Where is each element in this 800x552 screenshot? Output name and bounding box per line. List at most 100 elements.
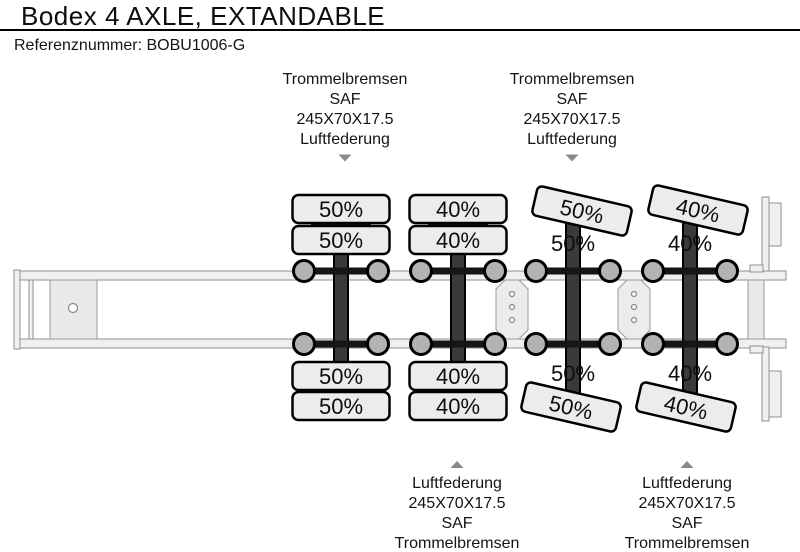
spec-line: 245X70X17.5	[639, 495, 736, 512]
spec-line: Trommelbremsen	[510, 71, 635, 88]
wheel-hub	[483, 259, 507, 283]
tire-condition-value: 40%	[436, 364, 480, 389]
rear-bracket-top	[749, 264, 764, 273]
spec-line: Trommelbremsen	[395, 535, 520, 552]
tire-condition-box	[635, 381, 737, 433]
wheel-hub	[366, 332, 390, 356]
spec-label-bottom-left: Luftfederung 245X70X17.5 SAF Trommelbrem…	[395, 461, 520, 552]
tilted-tire-box-bottom: 40%	[635, 381, 737, 433]
arrow-up-icon	[680, 461, 694, 468]
tire-connector	[311, 221, 371, 228]
axle-3: 50% 50% 50% 50%	[520, 185, 633, 433]
spec-line: Luftfederung	[642, 475, 732, 492]
tire-condition-box	[291, 390, 391, 422]
wheel-bar-top	[652, 267, 728, 275]
wheel-hub	[524, 259, 548, 283]
axle-4: 40% 40% 40% 40%	[635, 184, 749, 433]
bolt-hole	[508, 316, 516, 324]
rear-post-bottom	[761, 346, 770, 422]
arrow-up-icon	[450, 461, 464, 468]
page-title: Bodex 4 AXLE, EXTANDABLE	[21, 1, 386, 31]
tire-condition-value: 50%	[319, 197, 363, 222]
wheel-hub	[292, 332, 316, 356]
bolt-hole	[630, 290, 638, 298]
wheel-hub	[483, 332, 507, 356]
wheel-bar-bottom	[303, 340, 379, 348]
tire-condition-box	[408, 193, 508, 225]
wheel-hub	[715, 332, 739, 356]
tire-condition-box	[291, 224, 391, 256]
spec-line: SAF	[329, 91, 360, 108]
front-crossmember	[28, 279, 34, 340]
spec-line: Trommelbremsen	[625, 535, 750, 552]
wheel-bar-top	[303, 267, 379, 275]
spec-line: Luftfederung	[527, 131, 617, 148]
wheel-bar-bottom	[652, 340, 728, 348]
tire-condition-box	[408, 224, 508, 256]
tire-condition-value: 50%	[319, 364, 363, 389]
tire-condition-value: 40%	[668, 361, 712, 386]
bolt-hole	[508, 290, 516, 298]
axle-shaft	[450, 249, 466, 367]
spec-label-top-left: Trommelbremsen SAF 245X70X17.5 Luftfeder…	[283, 71, 408, 162]
front-end-cap	[13, 269, 21, 350]
wheel-hub	[598, 332, 622, 356]
tire-condition-box	[408, 360, 508, 392]
tire-condition-value: 40%	[668, 231, 712, 256]
wheel-hub	[366, 259, 390, 283]
tire-condition-box	[647, 184, 749, 236]
tilted-tire-box-top: 50%	[531, 185, 633, 237]
spec-line: SAF	[671, 515, 702, 532]
wheel-hub	[598, 259, 622, 283]
spec-line: Luftfederung	[412, 475, 502, 492]
reference-number: Referenznummer: BOBU1006-G	[14, 37, 246, 54]
tire-condition-value: 40%	[436, 394, 480, 419]
arrow-down-icon	[565, 154, 579, 162]
spec-line: SAF	[556, 91, 587, 108]
tire-condition-value: 40%	[436, 228, 480, 253]
wheel-hub	[641, 332, 665, 356]
tire-condition-box	[531, 185, 633, 237]
wheel-hub	[409, 332, 433, 356]
spec-line: 245X70X17.5	[297, 111, 394, 128]
spec-label-top-right: Trommelbremsen SAF 245X70X17.5 Luftfeder…	[510, 71, 635, 162]
wheel-hub	[524, 332, 548, 356]
tilted-tire-box-bottom: 50%	[520, 381, 622, 433]
rear-marker-top	[768, 202, 782, 247]
wheel-bar-bottom	[420, 340, 496, 348]
rear-post-top	[761, 196, 770, 272]
tire-connector	[428, 221, 488, 228]
rear-marker-bottom	[768, 370, 782, 418]
kingpin	[67, 302, 79, 314]
tilted-tire-box-top: 40%	[647, 184, 749, 236]
wheel-hub	[641, 259, 665, 283]
rear-crossmember	[747, 279, 765, 340]
tire-condition-value: 40%	[436, 197, 480, 222]
wheel-hub	[409, 259, 433, 283]
bolt-hole	[630, 303, 638, 311]
spec-line: SAF	[441, 515, 472, 532]
wheel-hub	[292, 259, 316, 283]
arrow-down-icon	[338, 154, 352, 162]
axle-1: 50% 50% 50% 50%	[291, 193, 391, 422]
spec-line: Trommelbremsen	[283, 71, 408, 88]
rear-bracket-bottom	[749, 345, 764, 354]
tire-condition-value: 50%	[319, 394, 363, 419]
spec-line: Luftfederung	[300, 131, 390, 148]
tire-condition-value: 50%	[551, 231, 595, 256]
wheel-bar-top	[420, 267, 496, 275]
bolt-hole	[508, 303, 516, 311]
wheel-bar-top	[535, 267, 611, 275]
tire-condition-box	[291, 193, 391, 225]
axle-shaft	[333, 249, 349, 367]
tire-condition-box	[408, 390, 508, 422]
tire-condition-value: 50%	[551, 361, 595, 386]
tire-condition-value: 50%	[319, 228, 363, 253]
tire-condition-box	[520, 381, 622, 433]
spec-label-bottom-right: Luftfederung 245X70X17.5 SAF Trommelbrem…	[625, 461, 750, 552]
tire-condition-box	[291, 360, 391, 392]
wheel-bar-bottom	[535, 340, 611, 348]
spec-line: 245X70X17.5	[524, 111, 621, 128]
